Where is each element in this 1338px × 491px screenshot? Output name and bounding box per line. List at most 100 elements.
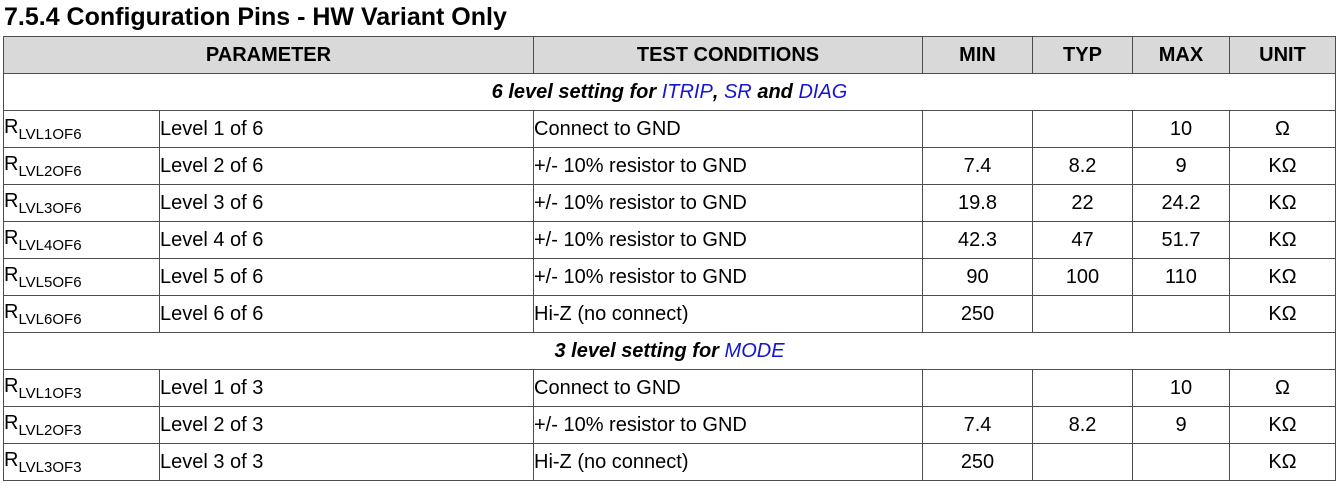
parameter-description: Level 3 of 3 bbox=[159, 443, 534, 481]
parameter-description: Level 2 of 6 bbox=[159, 147, 534, 185]
test-condition: +/- 10% resistor to GND bbox=[533, 258, 923, 296]
unit-value: Ω bbox=[1229, 110, 1336, 148]
mode-link[interactable]: MODE bbox=[724, 339, 785, 362]
symbol-letter: R bbox=[4, 152, 19, 175]
section-row-6-level: 6 level setting for ITRIP, SR and DIAG bbox=[3, 73, 1336, 111]
configuration-pins-table: PARAMETER TEST CONDITIONS MIN TYP MAX UN… bbox=[3, 36, 1336, 481]
unit-value: Ω bbox=[1229, 369, 1336, 407]
max-value: 9 bbox=[1132, 147, 1230, 185]
header-min: MIN bbox=[922, 36, 1033, 74]
typ-value bbox=[1032, 110, 1133, 148]
parameter-description: Level 1 of 3 bbox=[159, 369, 534, 407]
parameter-symbol: RLVL1OF3 bbox=[3, 369, 160, 407]
unit-value: KΩ bbox=[1229, 147, 1336, 185]
symbol-subscript: LVL2OF6 bbox=[18, 162, 82, 180]
max-value: 9 bbox=[1132, 406, 1230, 444]
symbol-subscript: LVL6OF6 bbox=[18, 310, 82, 328]
min-value: 250 bbox=[922, 295, 1033, 333]
unit-value: KΩ bbox=[1229, 406, 1336, 444]
test-condition: +/- 10% resistor to GND bbox=[533, 147, 923, 185]
parameter-symbol: RLVL2OF6 bbox=[3, 147, 160, 185]
parameter-description: Level 6 of 6 bbox=[159, 295, 534, 333]
min-value: 42.3 bbox=[922, 221, 1033, 259]
symbol-subscript: LVL1OF3 bbox=[18, 384, 82, 402]
sr-link[interactable]: SR bbox=[723, 80, 752, 103]
max-value bbox=[1132, 295, 1230, 333]
header-row: PARAMETER TEST CONDITIONS MIN TYP MAX UN… bbox=[3, 36, 1336, 74]
typ-value bbox=[1032, 443, 1133, 481]
symbol-letter: R bbox=[4, 374, 19, 397]
symbol-letter: R bbox=[4, 226, 19, 249]
test-condition: Hi-Z (no connect) bbox=[533, 443, 923, 481]
parameter-description: Level 5 of 6 bbox=[159, 258, 534, 296]
max-value: 51.7 bbox=[1132, 221, 1230, 259]
test-condition: Hi-Z (no connect) bbox=[533, 295, 923, 333]
unit-value: KΩ bbox=[1229, 221, 1336, 259]
test-condition: +/- 10% resistor to GND bbox=[533, 221, 923, 259]
symbol-subscript: LVL1OF6 bbox=[18, 125, 82, 143]
symbol-letter: R bbox=[4, 189, 19, 212]
symbol-subscript: LVL3OF6 bbox=[18, 199, 82, 217]
unit-value: KΩ bbox=[1229, 443, 1336, 481]
symbol-subscript: LVL3OF3 bbox=[18, 458, 82, 476]
typ-value: 100 bbox=[1032, 258, 1133, 296]
symbol-letter: R bbox=[4, 115, 19, 138]
diag-link[interactable]: DIAG bbox=[798, 80, 848, 103]
header-test-conditions: TEST CONDITIONS bbox=[533, 36, 923, 74]
typ-value: 8.2 bbox=[1032, 147, 1133, 185]
typ-value bbox=[1032, 369, 1133, 407]
parameter-symbol: RLVL6OF6 bbox=[3, 295, 160, 333]
itrip-link[interactable]: ITRIP bbox=[661, 80, 713, 103]
unit-value: KΩ bbox=[1229, 184, 1336, 222]
max-value: 10 bbox=[1132, 110, 1230, 148]
header-unit: UNIT bbox=[1229, 36, 1336, 74]
section-heading-separator: and bbox=[751, 80, 799, 103]
min-value bbox=[922, 110, 1033, 148]
section-row-3-level: 3 level setting for MODE bbox=[3, 332, 1336, 370]
min-value: 7.4 bbox=[922, 406, 1033, 444]
parameter-description: Level 2 of 3 bbox=[159, 406, 534, 444]
min-value: 250 bbox=[922, 443, 1033, 481]
header-parameter: PARAMETER bbox=[3, 36, 534, 74]
max-value: 10 bbox=[1132, 369, 1230, 407]
max-value: 24.2 bbox=[1132, 184, 1230, 222]
min-value: 7.4 bbox=[922, 147, 1033, 185]
min-value bbox=[922, 369, 1033, 407]
min-value: 19.8 bbox=[922, 184, 1033, 222]
section-heading: 6 level setting for ITRIP, SR and DIAG bbox=[3, 73, 1336, 111]
header-typ: TYP bbox=[1032, 36, 1133, 74]
parameter-symbol: RLVL3OF3 bbox=[3, 443, 160, 481]
parameter-symbol: RLVL2OF3 bbox=[3, 406, 160, 444]
max-value: 110 bbox=[1132, 258, 1230, 296]
test-condition: +/- 10% resistor to GND bbox=[533, 406, 923, 444]
symbol-subscript: LVL4OF6 bbox=[18, 236, 82, 254]
parameter-description: Level 4 of 6 bbox=[159, 221, 534, 259]
parameter-symbol: RLVL1OF6 bbox=[3, 110, 160, 148]
test-condition: Connect to GND bbox=[533, 369, 923, 407]
section-title: 7.5.4 Configuration Pins - HW Variant On… bbox=[4, 3, 507, 31]
parameter-symbol: RLVL5OF6 bbox=[3, 258, 160, 296]
parameter-symbol: RLVL4OF6 bbox=[3, 221, 160, 259]
symbol-subscript: LVL2OF3 bbox=[18, 421, 82, 439]
section-heading-separator: , bbox=[712, 80, 724, 103]
typ-value bbox=[1032, 295, 1133, 333]
test-condition: +/- 10% resistor to GND bbox=[533, 184, 923, 222]
test-condition: Connect to GND bbox=[533, 110, 923, 148]
section-heading-text: 3 level setting for bbox=[554, 339, 725, 362]
section-heading-text: 6 level setting for bbox=[491, 80, 662, 103]
parameter-symbol: RLVL3OF6 bbox=[3, 184, 160, 222]
max-value bbox=[1132, 443, 1230, 481]
unit-value: KΩ bbox=[1229, 295, 1336, 333]
symbol-letter: R bbox=[4, 300, 19, 323]
typ-value: 47 bbox=[1032, 221, 1133, 259]
symbol-letter: R bbox=[4, 448, 19, 471]
